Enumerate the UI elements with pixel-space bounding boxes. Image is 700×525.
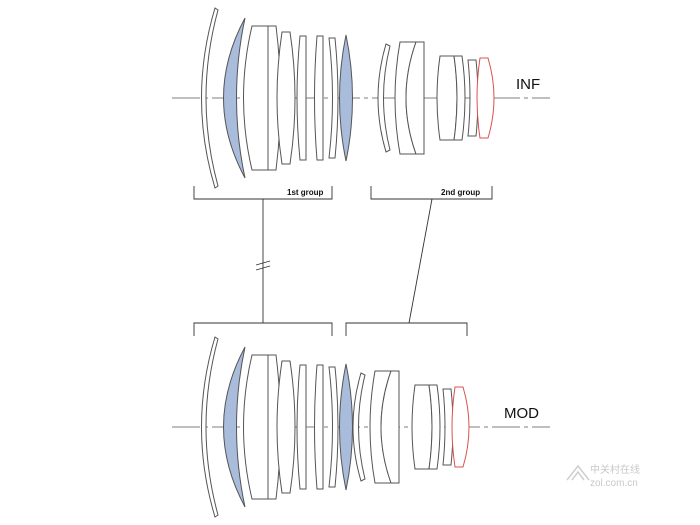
first-group-lenses-bottom (201, 336, 353, 518)
break-mark-2 (255, 265, 271, 271)
second-group-connector (408, 198, 433, 324)
first-group-label: 1st group (287, 188, 324, 197)
watermark-site: zol.com.cn (590, 478, 638, 489)
watermark-cn: 中关村在线 (590, 463, 640, 476)
inf-layout: INF 1st group 2nd group (172, 7, 550, 200)
first-group-bracket-bottom (193, 322, 333, 336)
watermark: 中关村在线 zol.com.cn (566, 463, 640, 489)
first-group-lenses-top (201, 7, 353, 189)
second-group-bracket-bottom (345, 322, 468, 336)
second-group-bracket-top (370, 186, 493, 200)
connector-lines (255, 198, 433, 324)
break-mark-1 (255, 260, 271, 266)
second-group-label: 2nd group (441, 188, 480, 197)
second-group-lenses-bottom (352, 370, 470, 484)
watermark-logo-icon (566, 464, 590, 481)
mod-layout: MOD (172, 322, 550, 518)
inf-label: INF (516, 76, 540, 93)
mod-label: MOD (504, 405, 539, 422)
